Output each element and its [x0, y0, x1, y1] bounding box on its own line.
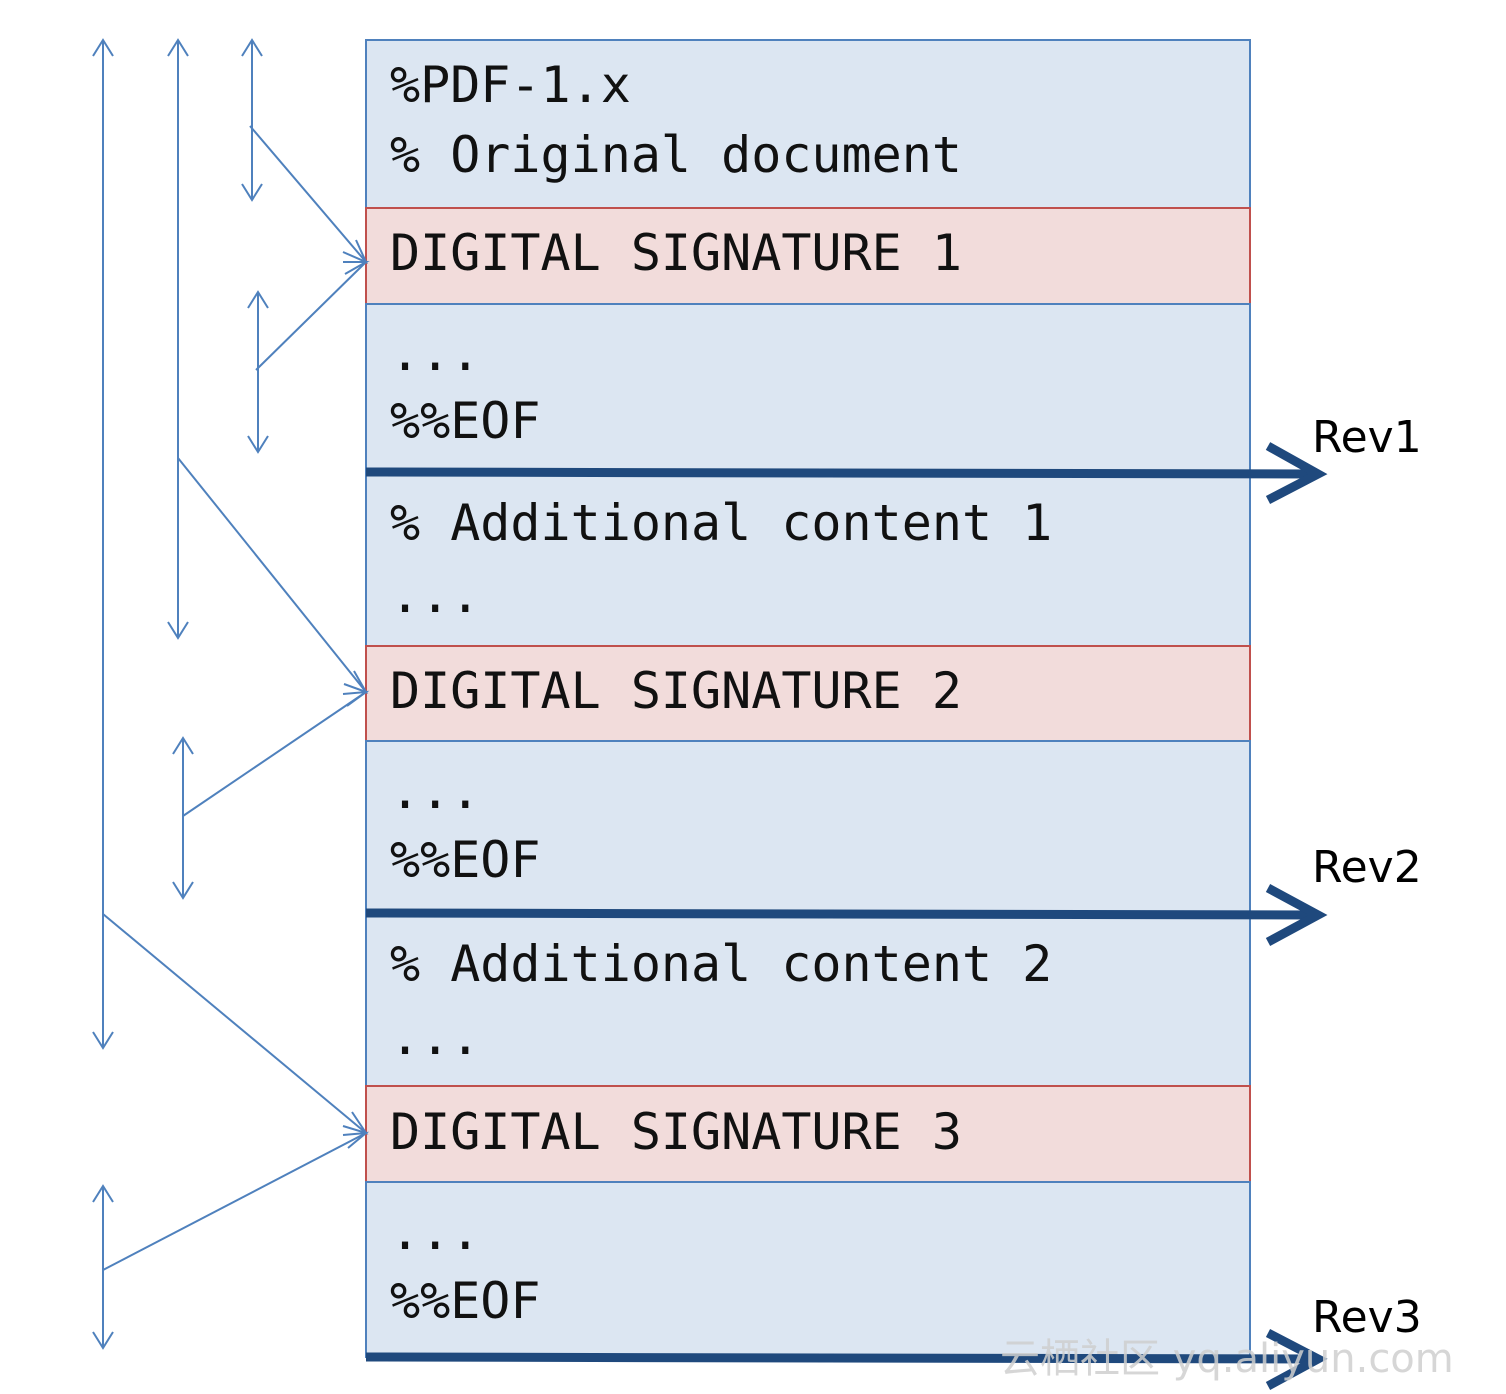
open-arrowhead-icon	[343, 261, 370, 275]
original-document-comment: % Original document	[390, 126, 962, 184]
pointer-line	[102, 1132, 367, 1271]
digital-signature-2-block	[365, 645, 1251, 742]
revision-labels: Rev1 Rev2 Rev3	[1312, 412, 1422, 1343]
digital-signature-1-label: DIGITAL SIGNATURE 1	[390, 224, 962, 282]
double-headed-arrow-icon	[92, 1184, 114, 1350]
pdf-header-text: %PDF-1.x	[390, 56, 631, 114]
digital-signature-1-block	[365, 207, 1251, 305]
open-arrowhead-icon	[342, 690, 370, 707]
file-text: %PDF-1.x % Original document DIGITAL SIG…	[390, 56, 1052, 1330]
thick-arrow-icon	[365, 1329, 1328, 1390]
pointer-line	[182, 691, 367, 817]
revision-2-tail-block	[365, 740, 1251, 914]
eof-marker-1: %%EOF	[390, 392, 541, 450]
thick-arrow-icon	[365, 442, 1328, 504]
revision-label-2: Rev2	[1312, 842, 1422, 893]
eof-marker-3: %%EOF	[390, 1272, 541, 1330]
additional-content-1-block	[365, 471, 1251, 647]
original-document-block	[365, 39, 1251, 209]
additional-content-1-comment: % Additional content 1	[390, 494, 1052, 552]
double-headed-arrow-icon	[92, 38, 114, 1050]
revision-label-1: Rev1	[1312, 412, 1422, 463]
double-headed-arrow-icon	[167, 38, 189, 640]
ellipsis-text: ...	[390, 324, 480, 382]
double-headed-arrow-icon	[241, 38, 263, 202]
pointer-line	[249, 125, 367, 263]
revision-3-tail-block	[365, 1181, 1251, 1358]
digital-signature-3-label: DIGITAL SIGNATURE 3	[390, 1103, 962, 1161]
double-headed-arrow-icon	[247, 290, 269, 454]
additional-content-2-comment: % Additional content 2	[390, 935, 1052, 993]
pointer-line	[255, 261, 367, 371]
pointer-line	[102, 913, 367, 1134]
signature-pointers	[102, 125, 370, 1271]
additional-content-2-block	[365, 912, 1251, 1087]
ellipsis-text: ...	[390, 762, 480, 820]
eof-marker-2: %%EOF	[390, 831, 541, 889]
revision-1-tail-block	[365, 303, 1251, 473]
open-arrowhead-icon	[342, 1131, 370, 1149]
thick-arrow-icon	[365, 884, 1328, 946]
ellipsis-text: ...	[390, 566, 480, 624]
revision-label-3: Rev3	[1312, 1292, 1422, 1343]
digital-signature-2-label: DIGITAL SIGNATURE 2	[390, 662, 962, 720]
site-watermark: 云栖社区 yq.aliyun.com	[1000, 1336, 1454, 1382]
double-headed-arrow-icon	[172, 736, 194, 900]
file-structure	[365, 39, 1251, 1358]
pointer-line	[177, 457, 367, 693]
ellipsis-text: ...	[390, 1203, 480, 1261]
revision-arrows	[365, 442, 1328, 1390]
byte-range-arrows	[92, 38, 269, 1350]
ellipsis-text: ...	[390, 1008, 480, 1066]
